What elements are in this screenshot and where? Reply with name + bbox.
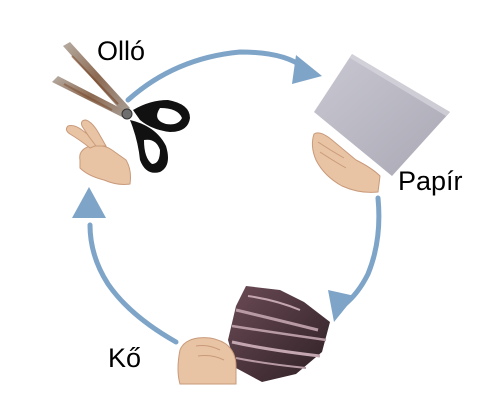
label-rock: Kő <box>108 343 142 373</box>
hand-scissors-palm <box>79 145 131 185</box>
arrow-rock-to-scissors <box>87 222 179 345</box>
arrow-scissors-to-paper <box>125 49 307 103</box>
arrowhead-to-scissors <box>72 187 106 218</box>
scissors-handle-lower <box>130 120 168 173</box>
rock-icon <box>228 286 330 382</box>
cycle-arrows <box>72 49 382 345</box>
paper-sheet-icon <box>314 54 450 176</box>
hand-scissors-finger-index <box>65 125 101 149</box>
paper-sheet <box>314 54 450 176</box>
hand-rock-gesture-icon <box>177 337 237 385</box>
arrowhead-to-rock <box>328 290 355 322</box>
scissors-blade-upper <box>63 42 130 114</box>
arrowhead-to-paper <box>292 55 322 84</box>
hand-scissors-gesture-icon <box>65 119 131 185</box>
hand-scissors-finger-middle <box>81 119 107 147</box>
label-scissors: Olló <box>97 36 146 66</box>
arrow-paper-to-rock <box>341 195 382 308</box>
scissors-icon <box>52 42 190 173</box>
scissors-handle-upper <box>133 100 190 132</box>
hand-paper-palm <box>311 132 381 193</box>
scissors-pivot <box>121 108 133 120</box>
label-paper: Papír <box>398 166 463 196</box>
hand-paper-gesture-icon <box>311 132 381 193</box>
hand-rock-fist <box>177 337 237 385</box>
